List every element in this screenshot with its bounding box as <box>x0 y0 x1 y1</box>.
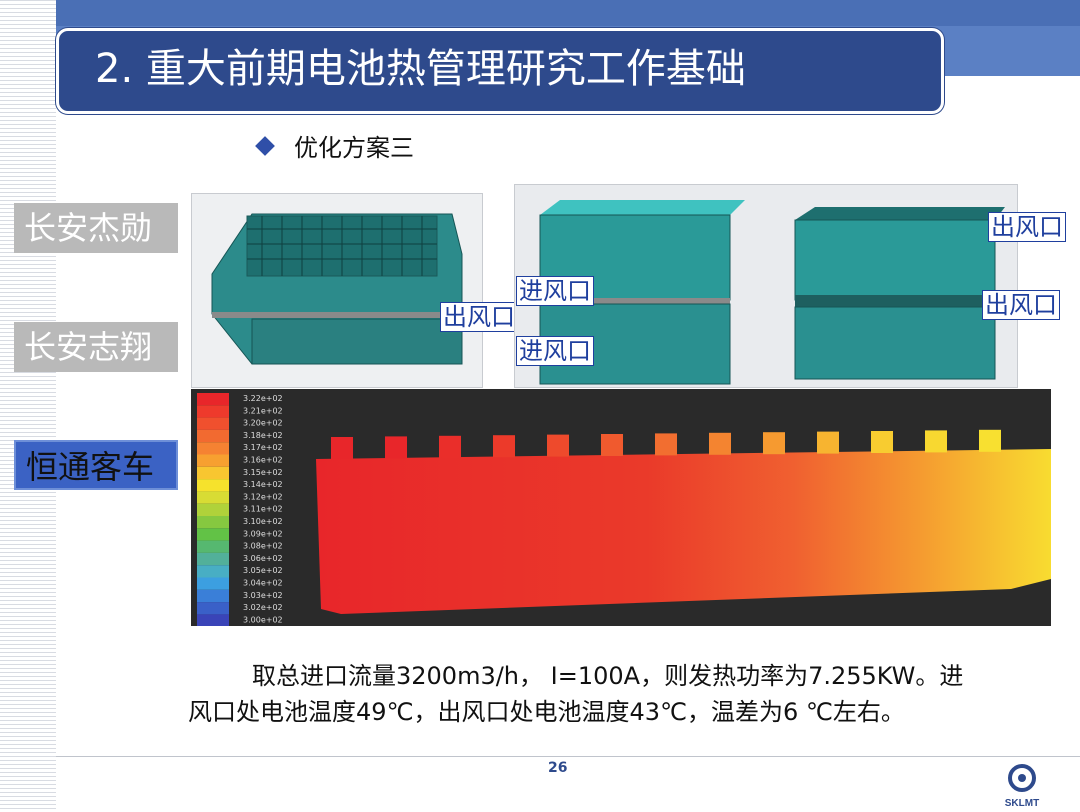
battery-pack-model-image <box>191 193 483 388</box>
legend-value: 3.04e+02 <box>243 579 283 588</box>
outlet-label-left: 出风口 <box>440 302 518 332</box>
side-tag-changan-zhixiang: 长安志翔 <box>14 322 178 372</box>
outlet-label-mid-right: 出风口 <box>982 290 1060 320</box>
legend-value: 3.10e+02 <box>243 517 283 526</box>
bullet-text: 优化方案三 <box>294 134 414 162</box>
legend-value: 3.18e+02 <box>243 431 283 440</box>
legend-swatch <box>197 614 229 627</box>
top-banner <box>0 0 1080 26</box>
temperature-contour-image: 3.22e+02 3.21e+02 3.20e+02 3.18e+02 3.17e+02… <box>191 389 1051 627</box>
battery-pack-model-drawing <box>211 213 463 365</box>
battery-terminal <box>655 433 677 456</box>
side-tag-hengtong-bus: 恒通客车 <box>14 440 178 490</box>
legend-swatch <box>197 405 229 418</box>
page-title: 2. 重大前期电池热管理研究工作基础 <box>95 46 746 92</box>
inlet-label-upper: 进风口 <box>516 276 594 306</box>
left-stripe-decoration <box>0 0 56 810</box>
legend-swatch <box>197 516 229 529</box>
battery-terminal <box>331 437 353 459</box>
battery-terminal <box>601 434 623 456</box>
legend-value: 3.00e+02 <box>243 615 283 624</box>
legend-swatch <box>197 577 229 590</box>
legend-value: 3.21e+02 <box>243 406 283 415</box>
legend-swatch <box>197 417 229 430</box>
legend-swatch <box>197 503 229 516</box>
outlet-label-top-right: 出风口 <box>988 212 1066 242</box>
legend-swatch <box>197 552 229 566</box>
battery-terminal <box>871 431 893 453</box>
legend-value: 3.11e+02 <box>243 505 283 514</box>
paragraph-line-1: 取总进口流量3200m3/h， I=100A，则发热功率为7.255KW。进 <box>252 662 964 690</box>
legend-swatch <box>197 540 229 553</box>
sklmt-logo: SKLMT <box>1000 760 1044 809</box>
legend-swatch <box>197 466 229 480</box>
legend-value: 3.09e+02 <box>243 529 283 538</box>
legend-swatch <box>197 429 229 443</box>
legend-swatch <box>197 565 229 578</box>
title-box: 2. 重大前期电池热管理研究工作基础 <box>56 28 944 114</box>
legend-value: 3.17e+02 <box>243 443 283 452</box>
legend-value: 3.14e+02 <box>243 480 283 489</box>
legend-value: 3.22e+02 <box>243 394 283 403</box>
battery-terminal <box>979 429 1001 452</box>
battery-terminal <box>817 431 839 454</box>
battery-terminal <box>709 432 731 455</box>
side-tag-changan-jiexun: 长安杰勋 <box>14 203 178 253</box>
legend-swatch <box>197 528 229 541</box>
legend-value: 3.20e+02 <box>243 419 283 428</box>
legend-swatch <box>197 491 229 504</box>
legend-value: 3.05e+02 <box>243 566 283 575</box>
diamond-bullet-icon <box>255 135 275 156</box>
legend-swatch <box>197 479 229 492</box>
battery-terminal <box>547 434 569 457</box>
sklmt-logo-icon: SKLMT <box>1005 764 1039 809</box>
temperature-contour-plot: 3.22e+02 3.21e+02 3.20e+02 3.18e+02 3.17e+02… <box>197 393 1051 627</box>
legend-value: 3.12e+02 <box>243 492 283 501</box>
legend-value: 3.03e+02 <box>243 591 283 600</box>
paragraph-line-2: 风口处电池温度49℃，出风口处电池温度43℃，温差为6 ℃左右。 <box>188 698 905 726</box>
legend-swatch <box>197 602 229 615</box>
result-paragraph: 取总进口流量3200m3/h， I=100A，则发热功率为7.255KW。进 风… <box>188 658 1048 730</box>
legend-swatch <box>197 454 229 467</box>
legend-swatch <box>197 442 229 455</box>
legend-value: 3.02e+02 <box>243 603 283 612</box>
legend-value: 3.16e+02 <box>243 456 283 465</box>
inlet-label-lower: 进风口 <box>516 336 594 366</box>
legend-value: 3.06e+02 <box>243 554 283 563</box>
page-number: 26 <box>548 760 568 776</box>
bullet-item: 优化方案三 <box>255 128 414 163</box>
battery-terminal <box>439 435 461 458</box>
legend-value: 3.15e+02 <box>243 468 283 477</box>
battery-terminal <box>493 435 515 458</box>
battery-terminal <box>925 430 947 453</box>
footer-divider <box>56 756 1080 757</box>
logo-text: SKLMT <box>1005 798 1039 808</box>
battery-terminal <box>763 432 785 455</box>
legend-swatch <box>197 393 229 406</box>
legend-swatch <box>197 589 229 603</box>
battery-terminal <box>385 436 407 459</box>
legend-value: 3.08e+02 <box>243 542 283 551</box>
